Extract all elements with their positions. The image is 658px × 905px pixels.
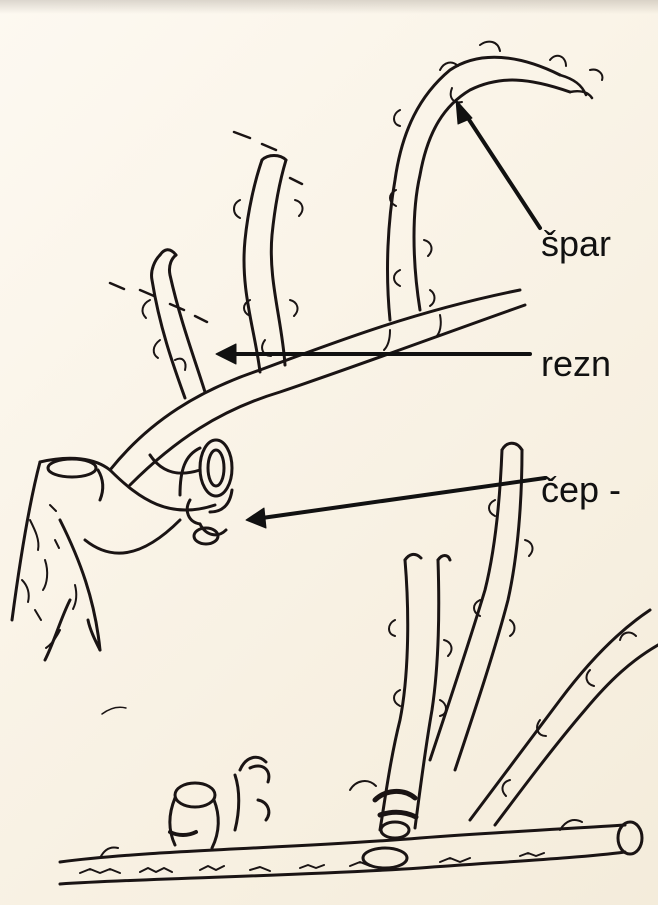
upper-cane xyxy=(110,290,525,485)
stray-mark xyxy=(102,707,126,714)
label-rezn: rezn xyxy=(541,346,611,382)
lower-left-spurs xyxy=(170,757,269,848)
label-cep: čep - xyxy=(541,472,621,508)
upper-spur xyxy=(180,440,232,544)
label-spar: špar xyxy=(541,226,611,262)
arrow-spar xyxy=(456,100,540,228)
upper-shoots xyxy=(110,42,602,398)
upper-trunk xyxy=(12,458,215,660)
lower-cordon xyxy=(60,820,642,884)
